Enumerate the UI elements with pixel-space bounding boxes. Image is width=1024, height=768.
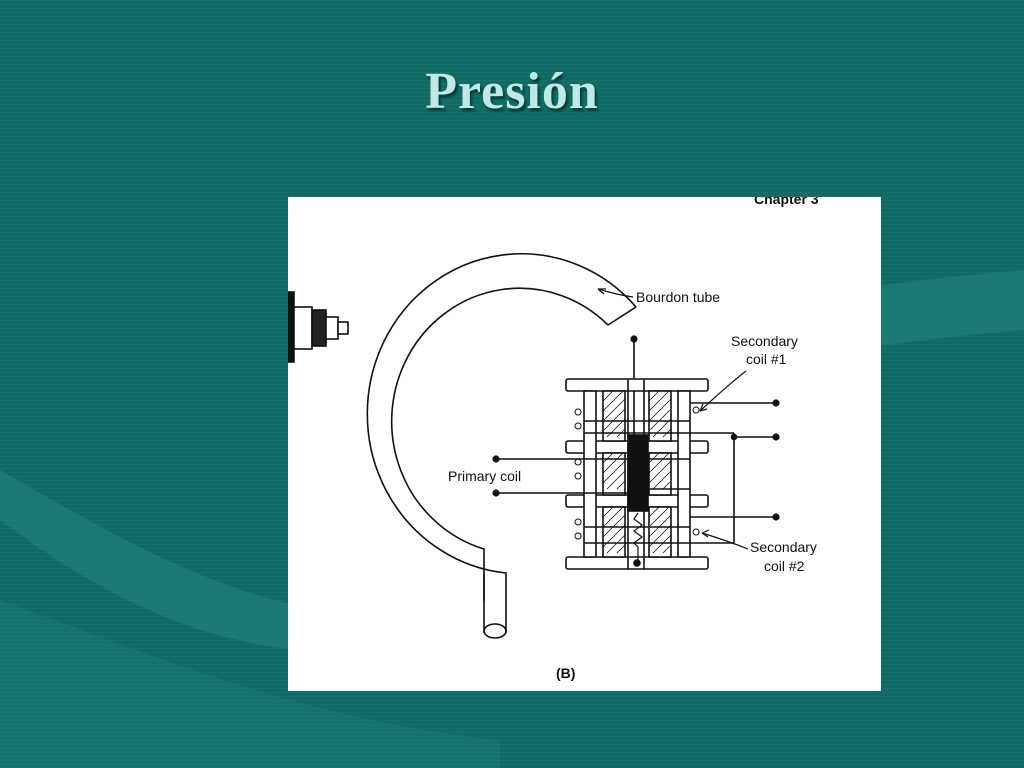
- lvdt-coil-stack: [565, 378, 709, 570]
- bourdon-tube-label: Bourdon tube: [636, 289, 720, 305]
- secondary-coil-1-label-line1: Secondary: [731, 333, 798, 349]
- lvdt-bourdon-diagram: Chapter 3 Bourdon tube Secondary coil #1…: [288, 197, 881, 691]
- chapter-header: Chapter 3: [754, 197, 819, 207]
- secondary-coil-1-label-line2: coil #1: [746, 351, 787, 367]
- leader-arrows: [597, 288, 749, 550]
- secondary-coil-2-label-line2: coil #2: [764, 558, 805, 574]
- figure-caption: (B): [556, 665, 575, 681]
- secondary-coil-2-label-line1: Secondary: [750, 539, 817, 555]
- lead-wires: [492, 399, 780, 544]
- bourdon-tube: [366, 253, 637, 639]
- slide-title: Presión: [425, 63, 599, 120]
- adjacent-figure-fragment: [288, 291, 349, 363]
- primary-coil-label: Primary coil: [448, 468, 521, 484]
